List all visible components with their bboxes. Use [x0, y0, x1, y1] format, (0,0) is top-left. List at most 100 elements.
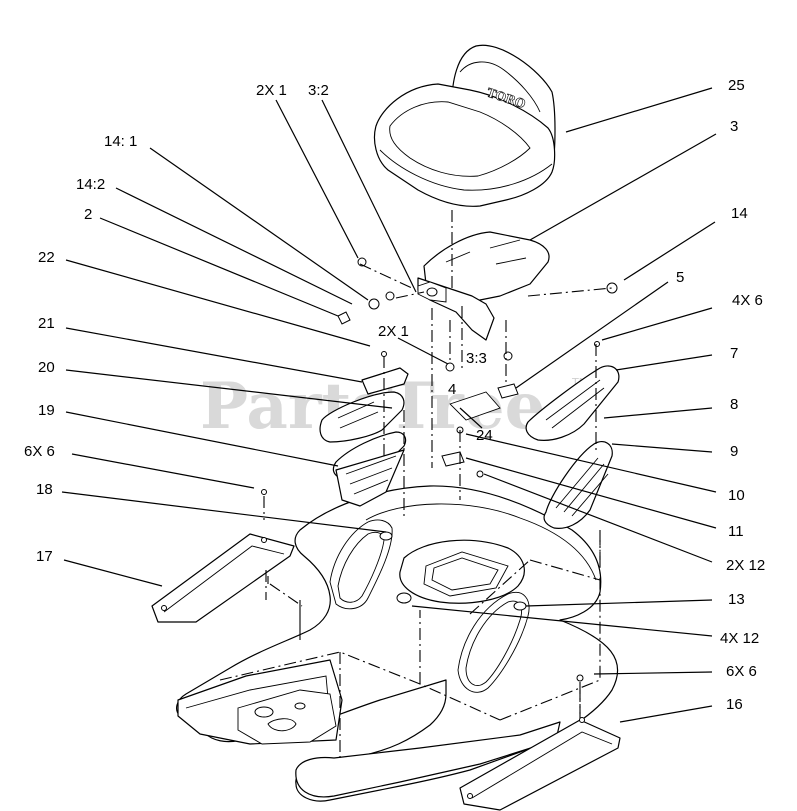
plate-17-edge	[163, 545, 285, 613]
leader-9	[611, 443, 713, 453]
alignment-line	[395, 291, 425, 299]
seat-adjust-plate	[423, 231, 550, 303]
seat-cushion-lower-edge	[379, 149, 553, 191]
seat: TORO	[373, 44, 556, 207]
callout-10: 10	[728, 487, 745, 504]
plate-17	[151, 533, 295, 623]
fender-top-rail	[365, 503, 597, 581]
seat-bracket	[417, 231, 550, 341]
hardware	[261, 257, 618, 682]
leader-4x6	[601, 307, 713, 341]
washer	[503, 351, 513, 361]
callout-20: 20	[38, 359, 55, 376]
right-pedal-parts	[459, 365, 621, 811]
pad-7	[525, 365, 620, 441]
nut	[385, 291, 395, 301]
fender-rear-lip	[295, 721, 561, 798]
leader-22	[65, 259, 371, 347]
right-fender-recess	[457, 592, 530, 693]
callout-6x6-left: 6X 6	[24, 443, 55, 460]
seat-well-cutout	[423, 551, 509, 597]
callout-5: 5	[676, 269, 684, 286]
callout-17: 17	[36, 548, 53, 565]
bolt-head	[445, 362, 455, 372]
plate-hole	[467, 793, 473, 799]
left-pedal-parts	[151, 367, 409, 623]
leader-7	[615, 354, 713, 371]
knob-nut	[497, 383, 519, 399]
leader-17	[63, 559, 163, 587]
callout-3-2: 3:2	[308, 82, 329, 99]
left-fender-recess	[329, 519, 393, 610]
seat-well-cutout-inner	[431, 557, 499, 591]
pad-21	[361, 367, 409, 395]
callout-4x12: 4X 12	[720, 630, 759, 647]
callout-3: 3	[730, 118, 738, 135]
callout-22: 22	[38, 249, 55, 266]
leader-11	[465, 457, 717, 529]
leader-3-2	[321, 99, 417, 293]
deck-plate	[237, 689, 337, 745]
fender-mount-hole	[379, 531, 393, 541]
callout-13: 13	[728, 591, 745, 608]
leader-19	[65, 411, 339, 467]
callout-4: 4	[448, 381, 456, 398]
clip	[337, 311, 351, 325]
plate-hole	[161, 605, 167, 611]
callout-16: 16	[726, 696, 743, 713]
leader-2	[99, 217, 339, 317]
callout-21: 21	[38, 315, 55, 332]
decal-plate	[449, 391, 501, 421]
leader-4x12	[411, 605, 713, 637]
leader-13	[525, 599, 713, 607]
leader-24	[459, 407, 483, 429]
callout-11: 11	[728, 523, 744, 540]
fender-mount-hole	[396, 592, 412, 604]
screw	[594, 341, 600, 347]
pad-20	[319, 391, 405, 443]
plate-hole	[579, 717, 585, 723]
callout-9: 9	[730, 443, 738, 460]
screw	[381, 351, 387, 357]
fender-mount-hole	[513, 601, 527, 611]
frame-hidden-line	[219, 651, 501, 760]
leader-10	[465, 433, 717, 493]
leader-6x6-left	[71, 453, 255, 489]
hinge-hole	[426, 287, 438, 297]
leader-2x12	[483, 473, 713, 563]
frame-hidden-line	[267, 576, 303, 640]
leader-8	[603, 407, 713, 419]
callout-2: 2	[84, 206, 92, 223]
pad-9	[543, 441, 613, 529]
leader-lines	[61, 87, 717, 723]
leader-14-1	[149, 147, 369, 301]
seat-adjust-slot	[445, 239, 527, 265]
seat-cushion	[373, 83, 556, 207]
callout-2x12: 2X 12	[726, 557, 765, 574]
callout-14: 14	[731, 205, 748, 222]
leader-18	[61, 491, 387, 533]
pad-18-tread	[345, 455, 397, 495]
plate-16-edge	[471, 731, 613, 799]
deck-plate-hole	[294, 702, 306, 710]
frame-hidden-line	[419, 540, 601, 721]
screw	[261, 489, 267, 495]
alignment-lines	[263, 210, 613, 714]
leader-2x1-mid	[397, 337, 449, 365]
pad-18	[335, 449, 405, 507]
alignment-line	[527, 287, 613, 297]
leader-14-2	[115, 187, 353, 305]
callout-2x1-mid: 2X 1	[378, 323, 409, 340]
knob	[606, 282, 618, 294]
pad-7-slot	[545, 379, 605, 429]
right-fender-recess-inner	[465, 600, 522, 686]
leader-5	[515, 281, 669, 389]
fender-assembly	[176, 485, 619, 802]
seat-back-panel	[459, 61, 541, 113]
pad-9-tread	[555, 457, 609, 517]
deck-plate-hole	[254, 706, 274, 718]
callout-3-3: 3:3	[466, 350, 487, 367]
nut	[476, 470, 484, 478]
washer	[368, 298, 380, 310]
